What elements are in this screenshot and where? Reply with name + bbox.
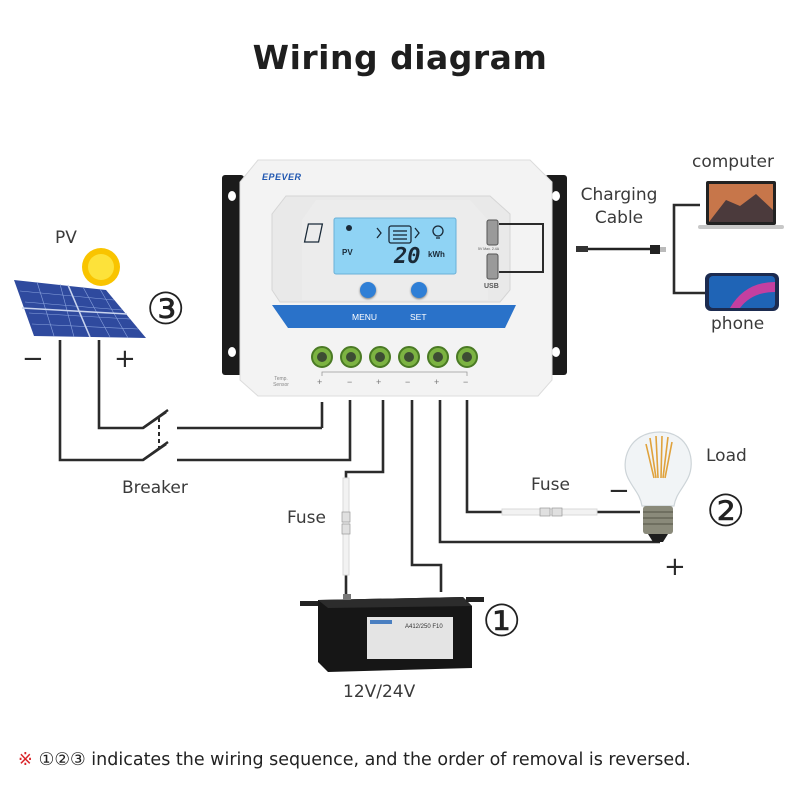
breaker-label: Breaker bbox=[122, 478, 188, 498]
load-fuse-label: Fuse bbox=[531, 475, 570, 495]
menu-label: MENU bbox=[352, 312, 378, 322]
terminal-load-plus: + bbox=[434, 377, 440, 387]
battery-fuse-icon bbox=[341, 477, 351, 576]
menu-button[interactable] bbox=[360, 282, 376, 298]
breaker-icon bbox=[142, 409, 169, 461]
sun-icon bbox=[82, 248, 120, 286]
set-button[interactable] bbox=[411, 282, 427, 298]
lcd-screen bbox=[333, 217, 457, 275]
load-plus-sign: + bbox=[664, 552, 686, 582]
usb-label: USB bbox=[484, 283, 499, 290]
wire-ctrl-pv-minus bbox=[177, 400, 352, 462]
temp-sensor-label: Temp. Sensor bbox=[273, 376, 289, 388]
battery-model-label: A412/250 F10 bbox=[405, 624, 443, 630]
load-label: Load bbox=[706, 446, 747, 466]
load-minus-sign: − bbox=[608, 476, 630, 506]
wire-ctrl-batt-plus bbox=[344, 400, 385, 478]
reference-mark-icon: ※ bbox=[18, 750, 33, 770]
terminal-battery-minus: − bbox=[405, 377, 411, 387]
wire-ctrl-batt-minus bbox=[410, 400, 443, 592]
button-band bbox=[272, 305, 516, 328]
battery-voltage-label: 12V/24V bbox=[343, 682, 416, 702]
pv-label: PV bbox=[55, 228, 77, 248]
mount-bracket-left bbox=[222, 175, 244, 375]
pv-minus-sign: − bbox=[22, 344, 44, 374]
usb-port-2 bbox=[486, 253, 499, 280]
battery-icon: A412/250 F10 bbox=[300, 594, 484, 672]
lcd-value: 20 bbox=[394, 244, 421, 269]
terminal-battery-plus: + bbox=[376, 377, 382, 387]
wire-usb-phone bbox=[672, 234, 706, 295]
laptop-icon bbox=[698, 181, 784, 229]
charge-controller bbox=[222, 159, 567, 397]
step-1-badge: ① bbox=[482, 596, 522, 647]
solar-panel-icon bbox=[14, 280, 146, 339]
phone-icon bbox=[705, 273, 779, 311]
load-fuse-icon bbox=[501, 507, 598, 517]
lcd-unit: kWh bbox=[428, 250, 445, 259]
wires bbox=[58, 203, 706, 594]
terminal-pv-plus: + bbox=[317, 377, 323, 387]
usb-spec: 5V Max. 2.4A bbox=[478, 247, 499, 251]
set-label: SET bbox=[410, 312, 427, 322]
usb-cable bbox=[576, 245, 666, 254]
step-2-badge: ② bbox=[706, 486, 746, 537]
charging-cable-label-line1: Charging bbox=[580, 185, 658, 205]
usb-spec-current: Max. 2.4A bbox=[483, 247, 500, 251]
terminal-pv-minus: − bbox=[347, 377, 353, 387]
wire-ctrl-load-minus bbox=[465, 400, 502, 514]
terminals bbox=[311, 346, 478, 368]
footnote-text: ①②③ indicates the wiring sequence, and t… bbox=[38, 750, 691, 770]
wire-pv-minus bbox=[58, 340, 167, 462]
charging-cable-label: Charging Cable bbox=[576, 184, 662, 230]
footnote: ※①②③ indicates the wiring sequence, and … bbox=[18, 750, 691, 770]
step-3-badge: ③ bbox=[146, 284, 186, 335]
wire-ctrl-load-plus bbox=[438, 400, 660, 544]
brand-logo: EPEVER bbox=[262, 167, 322, 182]
brand-name: EPEVER bbox=[262, 172, 302, 182]
terminal-load-minus: − bbox=[463, 377, 469, 387]
pv-plus-sign: + bbox=[114, 344, 136, 374]
charging-cable-label-line2: Cable bbox=[594, 208, 644, 228]
lcd-pv-label: PV bbox=[342, 248, 353, 257]
wire-usb-computer bbox=[672, 203, 700, 234]
computer-label: computer bbox=[692, 152, 774, 172]
phone-label: phone bbox=[711, 314, 765, 334]
battery-fuse-label: Fuse bbox=[287, 508, 326, 528]
light-bulb-icon bbox=[624, 431, 692, 542]
usb-port-1 bbox=[486, 219, 499, 246]
usb-spec-voltage: 5V bbox=[478, 247, 483, 251]
page-title: Wiring diagram bbox=[252, 38, 548, 77]
